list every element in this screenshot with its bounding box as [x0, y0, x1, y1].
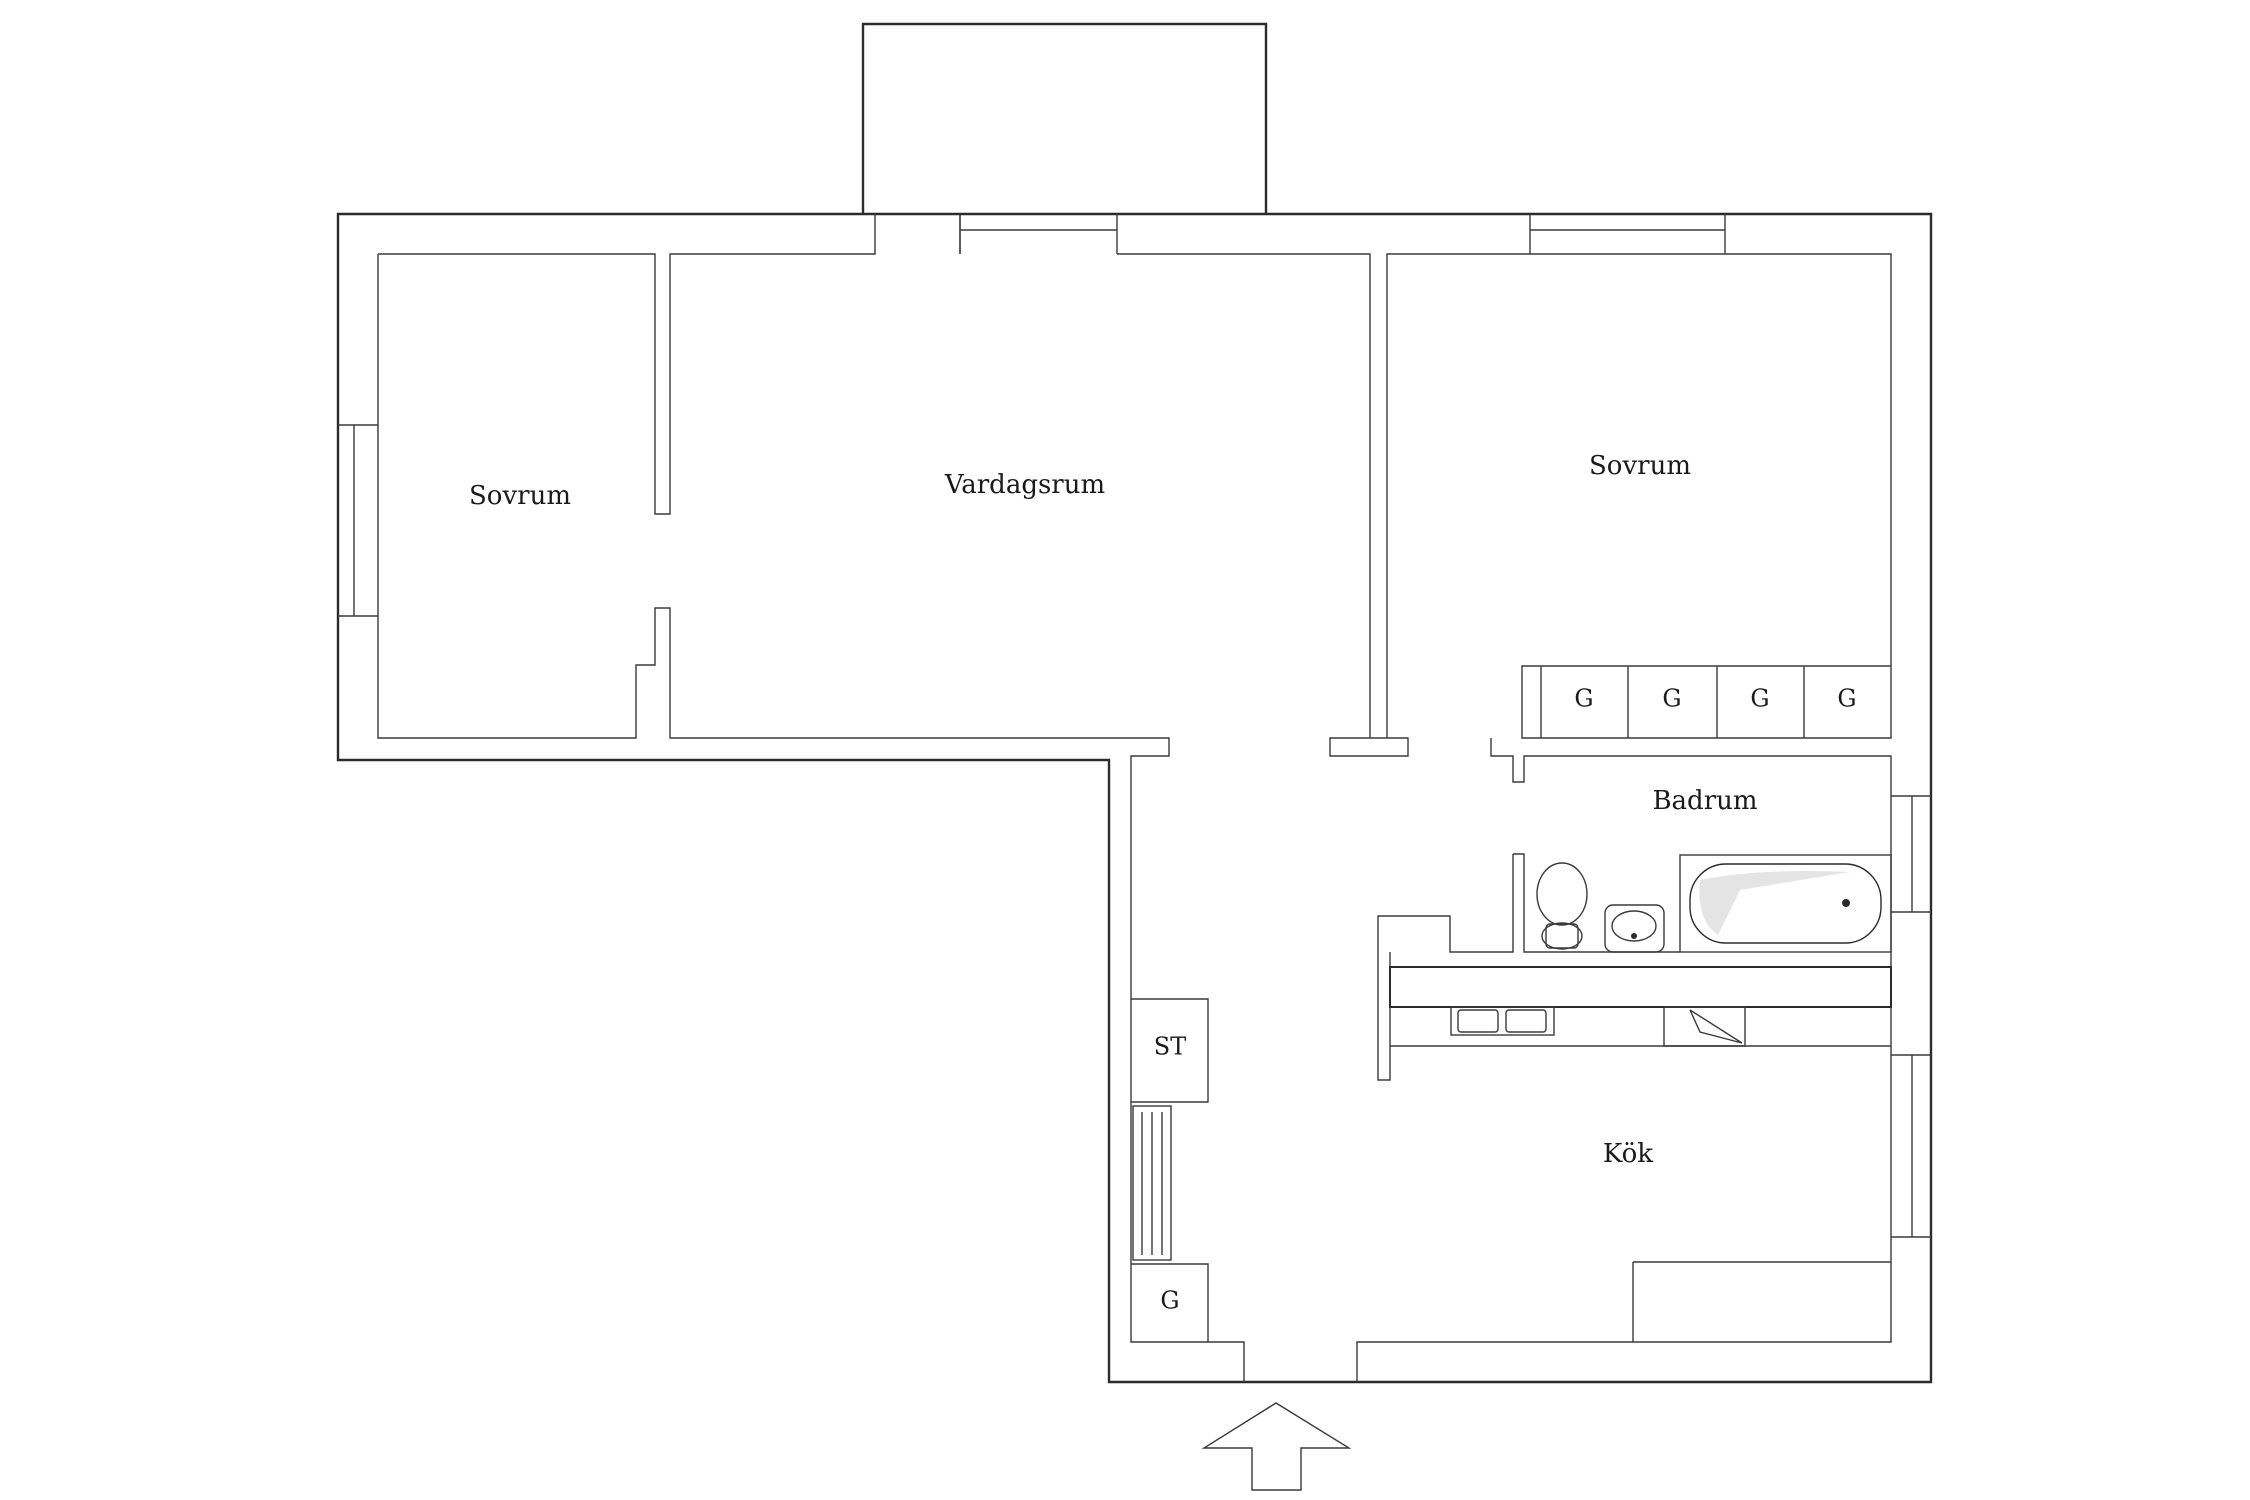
room-label-badrum: Badrum: [1652, 786, 1757, 816]
closet-label-g4: G: [1837, 685, 1856, 713]
closet-label-g3: G: [1750, 685, 1769, 713]
entrance-arrow-icon: [1201, 1402, 1352, 1491]
closet-label-g-hall: G: [1160, 1287, 1179, 1315]
room-label-kok: Kök: [1603, 1139, 1653, 1169]
room-label-sovrum-right: Sovrum: [1589, 451, 1691, 481]
room-label-sovrum-left: Sovrum: [469, 481, 571, 511]
room-label-vardagsrum: Vardagsrum: [944, 470, 1105, 500]
kitchen-counter: [1389, 966, 1892, 1047]
sink-icon: [1604, 904, 1665, 953]
closet-label-g1: G: [1574, 685, 1593, 713]
bathtub-icon: [1679, 854, 1892, 953]
outer-walls: [336, 22, 1933, 1384]
closet-label-g2: G: [1662, 685, 1681, 713]
bathroom-fixtures: [1536, 854, 1892, 953]
toilet-icon: [1536, 862, 1588, 950]
closet-label-st: ST: [1154, 1033, 1186, 1061]
windows: [338, 214, 1931, 1238]
radiator: [1132, 1105, 1172, 1261]
inner-walls: [377, 214, 1892, 1382]
